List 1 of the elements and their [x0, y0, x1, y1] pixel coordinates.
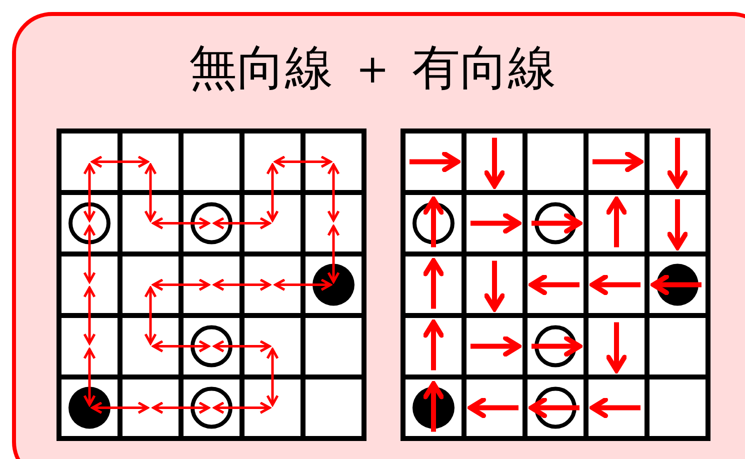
title: 無向線 ＋ 有向線	[189, 39, 556, 98]
